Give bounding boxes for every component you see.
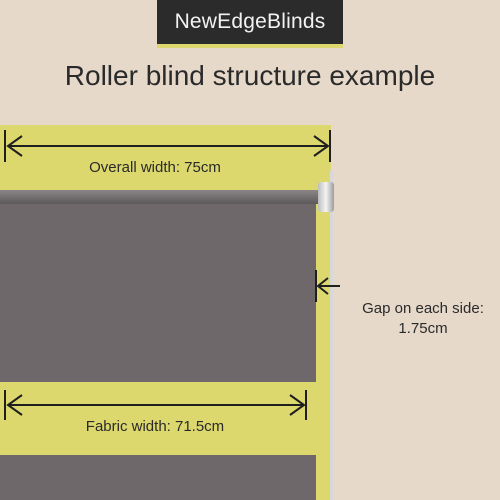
fabric-width-label: Fabric width: 71.5cm — [85, 418, 225, 435]
roller-tube — [0, 190, 330, 204]
gap-arrow-head — [316, 277, 329, 295]
overall-width-arrow-right-head — [313, 135, 330, 157]
overall-width-arrow-left-head — [6, 135, 23, 157]
fabric-width-band — [0, 382, 316, 455]
roller-bracket — [318, 182, 334, 212]
logo-accent-bar — [157, 44, 343, 48]
side-gap-band — [311, 185, 331, 500]
overall-width-label: Overall width: 75cm — [89, 159, 221, 176]
page-title: Roller blind structure example — [64, 60, 436, 91]
fabric-width-arrow-left-head — [6, 394, 23, 416]
brand-logo-text: NewEdgeBlinds — [174, 10, 326, 33]
gap-label-line1: Gap on each side: — [362, 300, 484, 317]
gap-label: Gap on each side: 1.75cm — [346, 299, 500, 339]
gap-label-line2: 1.75cm — [398, 320, 448, 337]
brand-logo: NewEdgeBlinds — [157, 0, 343, 44]
window-frame-edge — [330, 170, 333, 500]
overall-width-band — [0, 125, 331, 192]
fabric-width-arrow-right-head — [289, 394, 306, 416]
